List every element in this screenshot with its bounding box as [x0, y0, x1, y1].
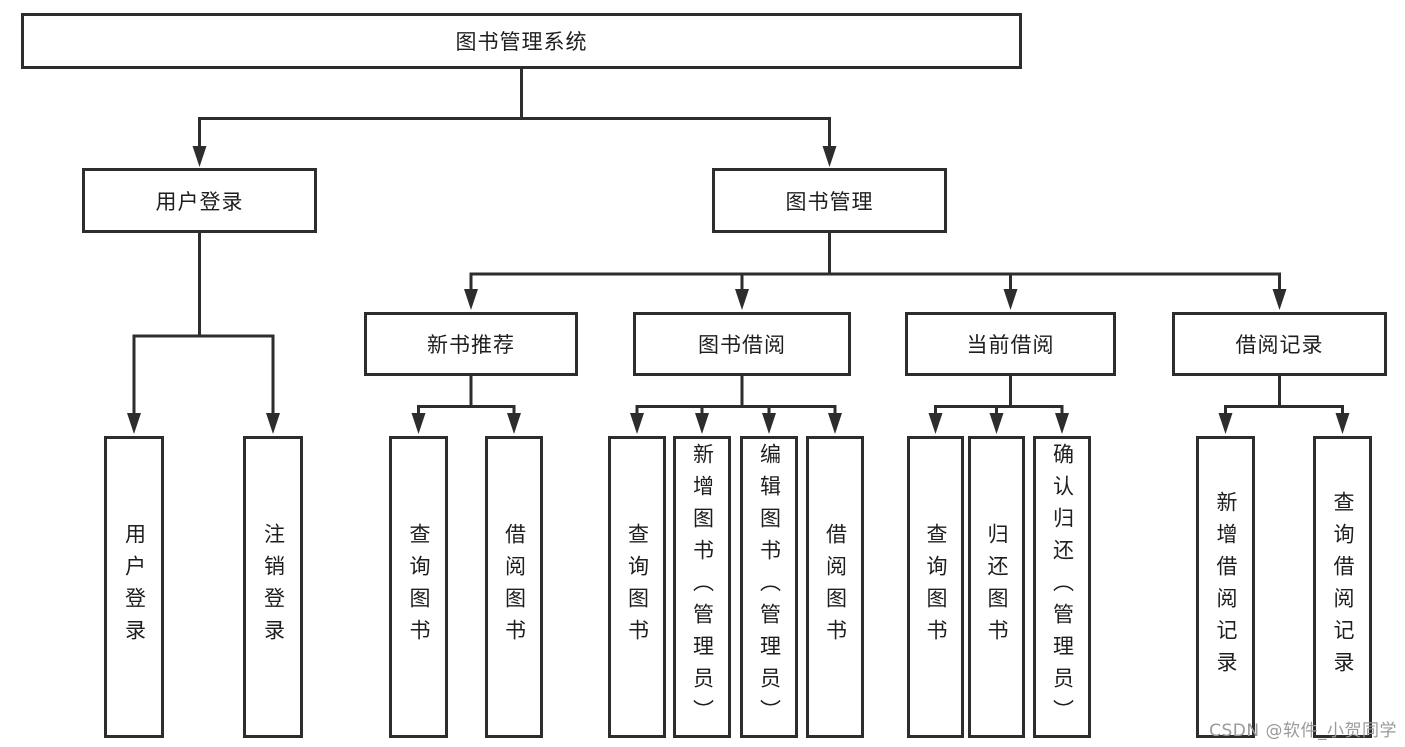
leaf-query-books-recommend: 查询图书: [389, 436, 448, 738]
leaf-query-borrow-record: 查询借阅记录: [1313, 436, 1372, 738]
leaf-edit-books-admin: 编辑图书（管理员）: [740, 436, 798, 738]
node-label: 新增图书（管理员）: [690, 443, 715, 731]
node-label: 确认归还（管理员）: [1050, 443, 1075, 731]
node-book-management: 图书管理: [712, 168, 947, 233]
node-label: 编辑图书（管理员）: [757, 443, 782, 731]
leaf-borrow-books: 借阅图书: [806, 436, 864, 738]
node-label: 用户登录: [155, 189, 244, 214]
node-library-management-system: 图书管理系统: [21, 13, 1022, 69]
node-label: 查询借阅记录: [1331, 491, 1355, 683]
leaf-borrow-books-recommend: 借阅图书: [485, 436, 543, 738]
leaf-user-login: 用户登录: [104, 436, 164, 738]
node-borrow-records: 借阅记录: [1172, 312, 1387, 376]
node-label: 新书推荐: [427, 333, 515, 357]
leaf-query-books-borrow: 查询图书: [608, 436, 666, 738]
leaf-return-books: 归还图书: [968, 436, 1025, 738]
node-label: 当前借阅: [966, 333, 1055, 357]
leaf-logout: 注销登录: [243, 436, 303, 738]
arrowheads: [127, 146, 1350, 434]
node-label: 图书管理: [785, 189, 874, 214]
node-label: 查询图书: [407, 523, 431, 651]
leaf-add-books-admin: 新增图书（管理员）: [673, 436, 731, 738]
node-user-login: 用户登录: [82, 168, 317, 233]
node-label: 查询图书: [625, 523, 650, 651]
node-new-book-recommend: 新书推荐: [364, 312, 578, 376]
node-book-borrow: 图书借阅: [633, 312, 851, 376]
node-label: 查询图书: [924, 523, 948, 651]
node-label: 借阅图书: [823, 523, 848, 651]
node-label: 新增借阅记录: [1214, 491, 1238, 683]
node-label: 借阅记录: [1235, 333, 1324, 357]
leaf-add-borrow-record: 新增借阅记录: [1196, 436, 1255, 738]
node-label: 图书借阅: [698, 333, 786, 357]
leaf-confirm-return-admin: 确认归还（管理员）: [1033, 436, 1091, 738]
node-label: 注销登录: [261, 523, 286, 651]
watermark: CSDN @软件_小贺同学: [1209, 721, 1397, 741]
node-current-borrow: 当前借阅: [905, 312, 1116, 376]
node-label: 图书管理系统: [455, 30, 588, 54]
leaf-query-books-current: 查询图书: [907, 436, 964, 738]
node-label: 借阅图书: [502, 523, 527, 651]
node-label: 用户登录: [122, 523, 147, 651]
node-label: 归还图书: [985, 523, 1009, 651]
